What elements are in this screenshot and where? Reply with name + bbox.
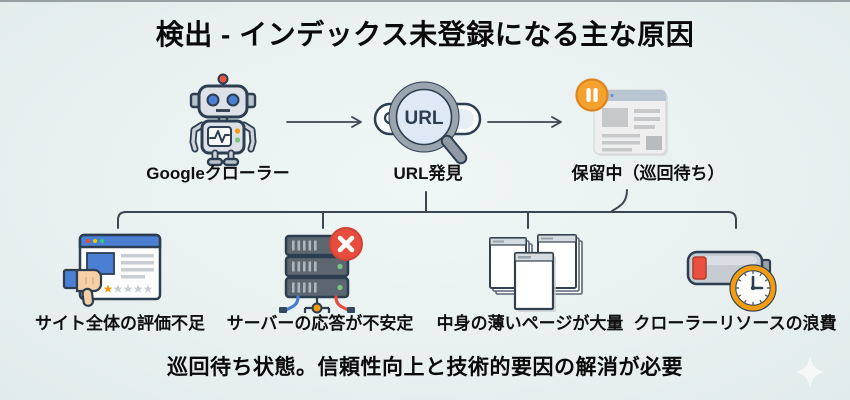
thin-pages-icon bbox=[478, 234, 583, 312]
blue-cable bbox=[284, 295, 300, 312]
cause-label-crawler-resources: クローラーリソースの浪費 bbox=[633, 314, 837, 333]
flow-step-label-pending: 保留中（巡回待ち） bbox=[571, 164, 725, 183]
antenna-ball bbox=[217, 73, 229, 85]
stem-from-pending bbox=[611, 189, 628, 212]
pause-badge bbox=[575, 78, 609, 112]
arrowhead-2 bbox=[551, 116, 562, 128]
page-title: 検出 - インデックス未登録になる主な原因 bbox=[155, 19, 695, 50]
battery-clock-icon bbox=[668, 240, 780, 312]
network-hub bbox=[311, 302, 323, 314]
paused-page-icon bbox=[575, 78, 672, 160]
magnifier-handle bbox=[442, 136, 466, 163]
bracket-bar bbox=[117, 211, 737, 229]
page-front bbox=[513, 251, 556, 312]
magnifier-text: URL bbox=[404, 108, 443, 129]
flow-step-label-url-discovery: URL発見 bbox=[393, 164, 463, 183]
heartbeat-line bbox=[209, 130, 230, 143]
summary-text: 巡回待ち状態。信頼性向上と技術的要因の解消が必要 bbox=[167, 356, 683, 379]
robot-eye bbox=[206, 93, 220, 107]
server-error-icon bbox=[272, 227, 368, 316]
server-led bbox=[337, 284, 343, 291]
clock-icon bbox=[729, 264, 777, 312]
red-cable bbox=[334, 295, 350, 312]
thumbs-down-browser-icon bbox=[62, 232, 166, 310]
arrowhead-1 bbox=[351, 116, 362, 128]
cause-label-server-instability: サーバーの応答が不安定 bbox=[226, 314, 414, 333]
cause-label-site-evaluation: サイト全体の評価不足 bbox=[35, 314, 205, 333]
browser-titlebar bbox=[78, 233, 162, 249]
flow-step-label-crawler: Googleクローラー bbox=[146, 164, 290, 183]
cause-label-thin-pages: 中身の薄いページが大量 bbox=[436, 314, 624, 333]
robot-eye bbox=[226, 93, 240, 107]
bracket-tree bbox=[117, 189, 737, 229]
thumbs-down-icon bbox=[62, 268, 103, 307]
url-magnifier-icon: URL bbox=[372, 80, 487, 165]
server-led bbox=[337, 263, 343, 270]
battery-low-cell bbox=[692, 256, 707, 280]
star-rating bbox=[103, 284, 153, 293]
robot-icon bbox=[178, 72, 268, 167]
